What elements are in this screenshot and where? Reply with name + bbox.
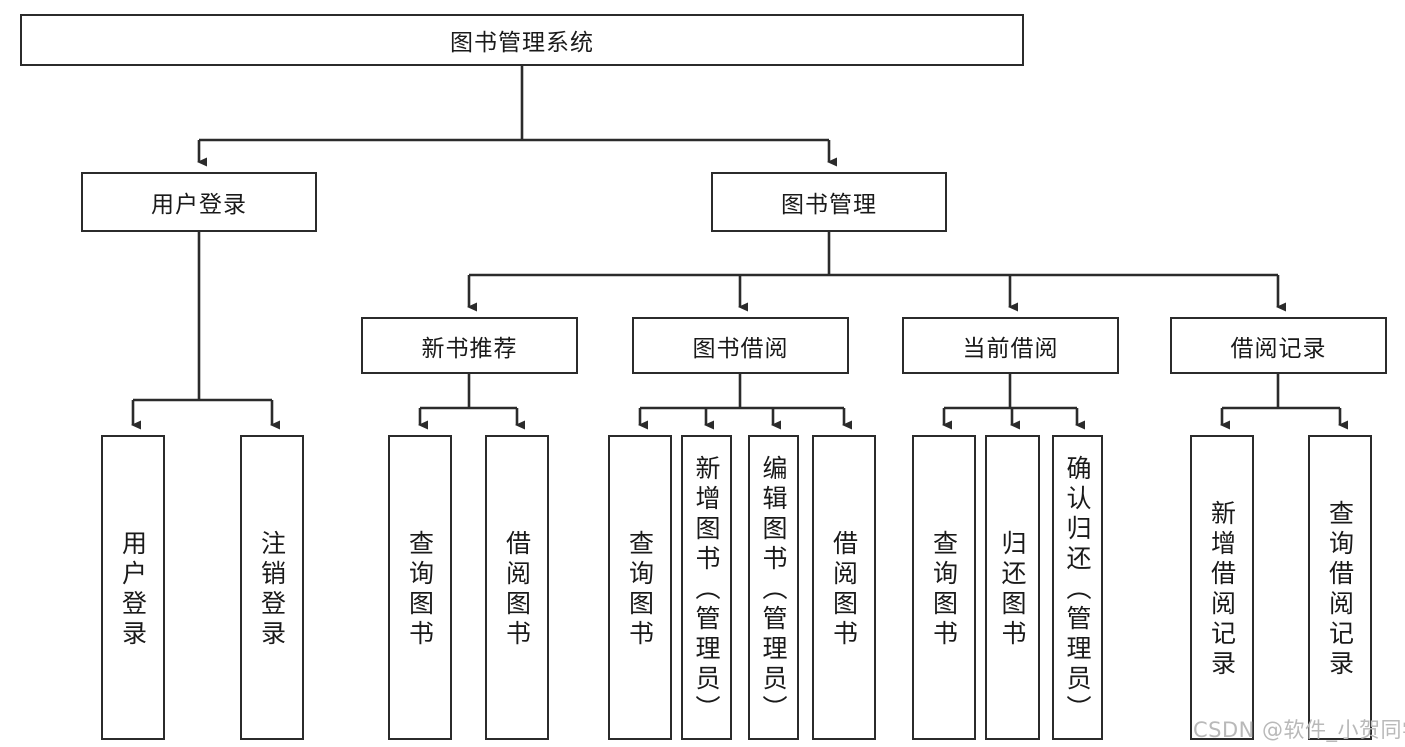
node-leaf-user-login-label: 用户登录 [118, 529, 148, 650]
node-leaf-query-book-3-label: 查询图书 [929, 529, 959, 650]
node-leaf-query-book-2[interactable]: 查询图书 [608, 435, 672, 740]
node-current-borrow[interactable]: 当前借阅 [902, 317, 1119, 374]
node-leaf-query-record-label: 查询借阅记录 [1325, 499, 1355, 680]
node-user-login-label: 用户登录 [151, 192, 247, 218]
node-leaf-return-book[interactable]: 归还图书 [985, 435, 1040, 740]
node-leaf-edit-book-label: 编辑图书（管理员） [759, 454, 788, 725]
node-leaf-query-book-1-label: 查询图书 [405, 529, 435, 650]
node-leaf-query-record[interactable]: 查询借阅记录 [1308, 435, 1372, 740]
node-leaf-add-book-label: 新增图书（管理员） [692, 454, 721, 725]
node-leaf-edit-book[interactable]: 编辑图书（管理员） [748, 435, 799, 740]
watermark-text: CSDN @软件_小贺同学 [1193, 718, 1405, 742]
node-new-book-rec[interactable]: 新书推荐 [361, 317, 578, 374]
node-leaf-confirm-return-label: 确认归还（管理员） [1063, 454, 1092, 725]
node-user-login[interactable]: 用户登录 [81, 172, 317, 232]
node-book-manage[interactable]: 图书管理 [711, 172, 947, 232]
node-leaf-query-book-1[interactable]: 查询图书 [388, 435, 452, 740]
node-root-label: 图书管理系统 [450, 30, 594, 56]
node-leaf-borrow-book-1-label: 借阅图书 [502, 529, 532, 650]
node-leaf-borrow-book-2-label: 借阅图书 [829, 529, 859, 650]
node-borrow-record-label: 借阅记录 [1230, 335, 1327, 362]
node-borrow-record[interactable]: 借阅记录 [1170, 317, 1387, 374]
node-leaf-borrow-book-1[interactable]: 借阅图书 [485, 435, 549, 740]
node-book-borrow-label: 图书借阅 [692, 335, 789, 362]
node-leaf-return-book-label: 归还图书 [998, 529, 1027, 650]
node-new-book-rec-label: 新书推荐 [421, 335, 518, 362]
node-leaf-logout[interactable]: 注销登录 [240, 435, 304, 740]
node-leaf-borrow-book-2[interactable]: 借阅图书 [812, 435, 876, 740]
node-leaf-add-record[interactable]: 新增借阅记录 [1190, 435, 1254, 740]
node-leaf-query-book-2-label: 查询图书 [625, 529, 655, 650]
node-leaf-logout-label: 注销登录 [257, 529, 287, 650]
node-current-borrow-label: 当前借阅 [962, 335, 1059, 362]
node-book-borrow[interactable]: 图书借阅 [632, 317, 849, 374]
node-book-manage-label: 图书管理 [781, 192, 877, 218]
node-leaf-add-book[interactable]: 新增图书（管理员） [681, 435, 732, 740]
node-leaf-user-login[interactable]: 用户登录 [101, 435, 165, 740]
node-leaf-confirm-return[interactable]: 确认归还（管理员） [1052, 435, 1103, 740]
node-leaf-query-book-3[interactable]: 查询图书 [912, 435, 976, 740]
node-root-system[interactable]: 图书管理系统 [20, 14, 1024, 66]
node-leaf-add-record-label: 新增借阅记录 [1207, 499, 1237, 680]
